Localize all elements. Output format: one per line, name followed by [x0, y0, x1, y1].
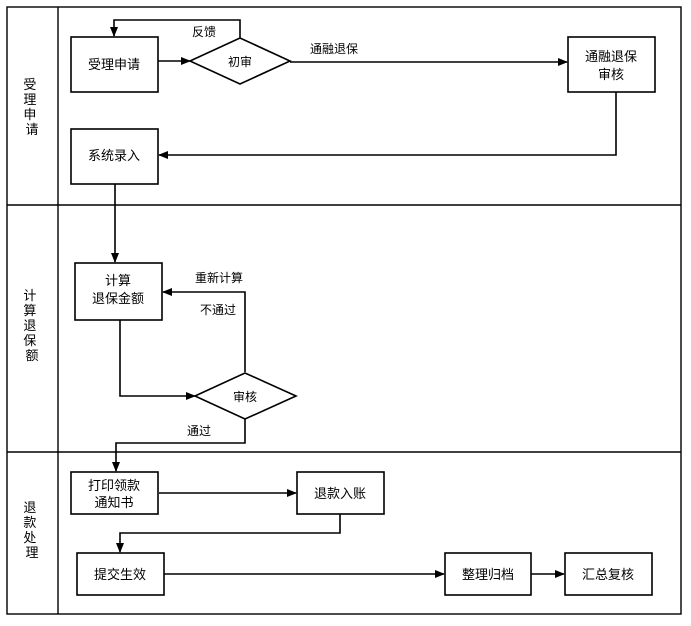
edge-tongrong-to-entry — [158, 92, 617, 159]
svg-text:汇总复核: 汇总复核 — [582, 568, 634, 583]
svg-text:初审: 初审 — [228, 54, 252, 69]
svg-text:计算: 计算 — [105, 274, 131, 289]
swimlane-frame — [6, 6, 682, 615]
edge-pass — [112, 419, 246, 472]
svg-text:受理申请: 受理申请 — [88, 58, 140, 73]
edge-recalc — [162, 288, 246, 372]
edge-label-tongrong: 通融退保 — [310, 42, 358, 56]
edge-posting-to-submit — [116, 514, 341, 553]
svg-text:退保金额: 退保金额 — [92, 291, 144, 307]
edge-label-feedback: 反馈 — [192, 25, 216, 39]
svg-text:通知书: 通知书 — [94, 495, 133, 511]
svg-text:整理归档: 整理归档 — [462, 568, 514, 583]
svg-text:提交生效: 提交生效 — [94, 567, 146, 583]
svg-text:审核: 审核 — [233, 389, 257, 404]
lane-label-accept: 受 理 申 请 — [23, 78, 40, 138]
edge-calc-to-review — [119, 320, 196, 400]
node-print-notice: 打印领款 通知书 — [70, 471, 159, 515]
edge-feedback — [110, 19, 241, 43]
svg-text:退款入账: 退款入账 — [314, 487, 366, 502]
node-review: 审核 — [193, 372, 298, 420]
svg-text:打印领款: 打印领款 — [88, 479, 140, 494]
edge-label-not-pass: 不通过 — [200, 303, 236, 317]
svg-text:审核: 审核 — [598, 68, 624, 83]
node-organize-archive: 整理归档 — [444, 552, 532, 596]
node-summary-recheck: 汇总复核 — [564, 552, 653, 596]
svg-text:系统录入: 系统录入 — [88, 149, 140, 164]
edge-label-recalc: 重新计算 — [195, 270, 243, 285]
node-system-entry: 系统录入 — [70, 128, 159, 185]
node-accept-application: 受理申请 — [70, 36, 159, 93]
svg-text:通融退保: 通融退保 — [585, 50, 637, 65]
node-tongrong-review: 通融退保 审核 — [567, 36, 656, 93]
node-refund-posting: 退款入账 — [296, 471, 385, 515]
lane-label-calc: 计 算 退 保 额 — [23, 289, 40, 364]
node-submit-effective: 提交生效 — [76, 552, 165, 596]
node-calc-amount: 计算 退保金额 — [74, 262, 163, 321]
edge-label-pass: 通过 — [187, 424, 211, 438]
node-initial-review: 初审 — [188, 37, 292, 85]
lane-label-refund: 退 款 处 理 — [23, 501, 40, 561]
